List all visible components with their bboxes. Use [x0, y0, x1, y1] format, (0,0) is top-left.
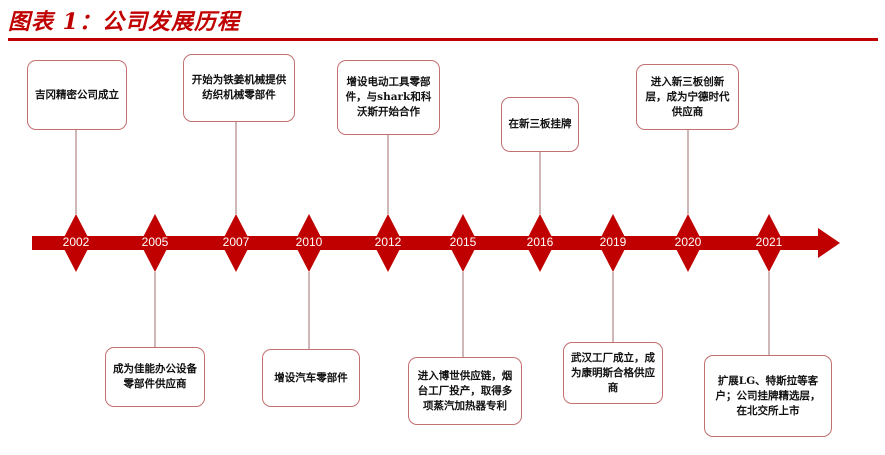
milestone-year: 2019 — [599, 235, 627, 249]
milestone-diamond — [61, 214, 91, 272]
milestone-year: 2015 — [449, 235, 477, 249]
milestone-description: 扩展LG、特斯拉等客户；公司挂牌精选层，在北交所上市 — [704, 355, 832, 437]
milestone-description: 增设电动工具零部件，与shark和科沃斯开始合作 — [337, 60, 440, 135]
timeline-arrowhead — [818, 228, 840, 258]
milestone-diamond — [598, 214, 628, 272]
milestone-description: 开始为铁姜机械提供纺织机械零部件 — [183, 54, 295, 122]
milestone-diamond — [673, 214, 703, 272]
milestone-year: 2020 — [674, 235, 702, 249]
milestone-diamond — [140, 214, 170, 272]
milestone-description: 在新三板挂牌 — [501, 97, 579, 152]
milestone-diamond — [221, 214, 251, 272]
milestone-diamond — [373, 214, 403, 272]
milestone-diamond — [525, 214, 555, 272]
milestone-year: 2002 — [62, 235, 90, 249]
milestone-description: 进入新三板创新层，成为宁德时代供应商 — [636, 64, 739, 130]
milestone-description: 吉冈精密公司成立 — [27, 60, 127, 130]
title-divider — [8, 38, 878, 41]
milestone-year: 2010 — [295, 235, 323, 249]
milestone-year: 2016 — [526, 235, 554, 249]
milestone-description: 武汉工厂成立，成为康明斯合格供应商 — [563, 342, 663, 404]
milestone-description: 进入博世供应链，烟台工厂投产，取得多项蒸汽加热器专利 — [408, 357, 522, 425]
milestone-diamond — [294, 214, 324, 272]
milestone-year: 2021 — [755, 235, 783, 249]
milestone-diamond — [754, 214, 784, 272]
milestone-description: 增设汽车零部件 — [262, 349, 360, 407]
figure-title: 图表 1：公司发展历程 — [8, 9, 240, 35]
milestone-year: 2007 — [222, 235, 250, 249]
milestone-description: 成为佳能办公设备零部件供应商 — [105, 347, 205, 407]
milestone-diamond — [448, 214, 478, 272]
milestone-year: 2012 — [374, 235, 402, 249]
milestone-year: 2005 — [141, 235, 169, 249]
